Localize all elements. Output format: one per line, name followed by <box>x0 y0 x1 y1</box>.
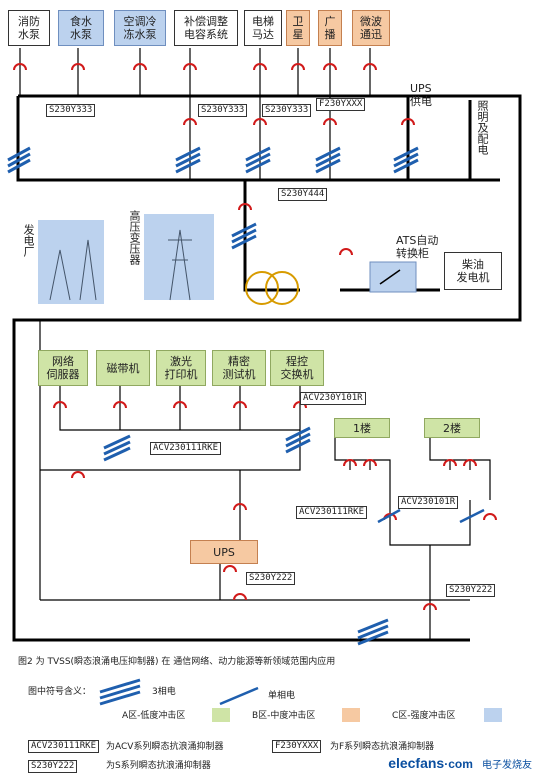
logo-suffix: ·com <box>444 757 473 771</box>
hv-transformer-label: 高压变压器 <box>128 210 141 265</box>
legend-zone-b-swatch <box>342 708 360 722</box>
legend-s-desc: 为S系列瞬态抗浪涌抑制器 <box>106 761 211 771</box>
logo-cn: 电子发烧友 <box>482 760 532 771</box>
tag-s230y333-c: S230Y333 <box>262 104 312 117</box>
ups-supply-label: UPS 供电 <box>410 82 432 108</box>
tag-s230y333-b: S230Y333 <box>198 104 248 117</box>
tag-acv230y101r: ACV230Y101R <box>300 392 366 405</box>
legend-zone-b: B区-中度冲击区 <box>252 711 316 721</box>
precision-tester-box: 精密 测试机 <box>212 350 266 386</box>
legend-acv-desc: 为ACV系列瞬态抗浪涌抑制器 <box>106 742 224 752</box>
tag-f230yxxx: F230YXXX <box>316 98 366 111</box>
legend-f-desc: 为F系列瞬态抗浪涌抑制器 <box>330 742 435 752</box>
microwave-box: 微波 通迅 <box>352 10 390 46</box>
tag-acv230111rke-b: ACV230111RKE <box>296 506 368 519</box>
power-plant-label: 发电厂 <box>22 224 35 257</box>
lighting-label: 照明及配电 <box>476 100 489 155</box>
legend-zone-a: A区-低度冲击区 <box>122 711 186 721</box>
fire-pump-box: 消防 水泵 <box>8 10 50 46</box>
drinking-water-pump-box: 食水 水泵 <box>58 10 104 46</box>
broadcast-box: 广 播 <box>318 10 342 46</box>
tag-acv230111rke-a: ACV230111RKE <box>150 442 222 455</box>
pbx-box: 程控 交换机 <box>270 350 324 386</box>
tag-s230y222-a: S230Y222 <box>246 572 296 585</box>
legend-zone-c-swatch <box>484 708 502 722</box>
tape-drive-box: 磁带机 <box>96 350 150 386</box>
generator-box: 柴油 发电机 <box>444 252 502 290</box>
ats-label: ATS自动 转换柜 <box>396 234 439 260</box>
ac-chilled-water-pump-box: 空调冷 冻水泵 <box>114 10 166 46</box>
legend-s-tag: S230Y222 <box>28 760 78 773</box>
legend-f-tag: F230YXXX <box>272 740 322 753</box>
laser-printer-box: 激光 打印机 <box>156 350 206 386</box>
satellite-box: 卫 星 <box>286 10 310 46</box>
tag-s230y333-a: S230Y333 <box>46 104 96 117</box>
floor1-box: 1楼 <box>334 418 390 438</box>
floor2-box: 2楼 <box>424 418 480 438</box>
capacitor-system-box: 补偿调整 电容系统 <box>174 10 238 46</box>
ups-box: UPS <box>190 540 258 564</box>
legend-zone-a-swatch <box>212 708 230 722</box>
tag-s230y222-b: S230Y222 <box>446 584 496 597</box>
logo-brand: elecfans <box>388 755 445 771</box>
legend-three-phase: 3相电 <box>152 687 176 697</box>
network-server-box: 网络 伺服器 <box>38 350 88 386</box>
elevator-motor-box: 电梯 马达 <box>244 10 282 46</box>
tag-s230y444: S230Y444 <box>278 188 328 201</box>
legend-acv-tag: ACV230111RKE <box>28 740 100 753</box>
legend-title: 图中符号含义： <box>28 687 92 697</box>
figure-caption: 图2 为 TVSS(瞬态浪涌电压抑制器) 在 通信网络、动力能源等新领域范围内应… <box>18 657 336 667</box>
legend-zone-c: C区-强度冲击区 <box>392 711 456 721</box>
tag-acv230101r: ACV230101R <box>398 496 459 509</box>
elecfans-logo: elecfans·com 电子发烧友 <box>388 753 532 772</box>
legend-single-phase: 单相电 <box>268 691 296 701</box>
